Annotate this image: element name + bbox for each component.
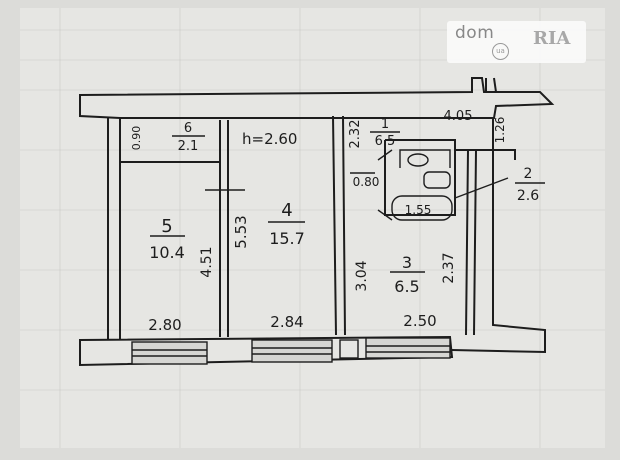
bath-depth-dim: 1.26 [493,117,507,144]
watermark-dom-text: dom [455,23,495,43]
hall-width-dim: 4.05 [444,109,473,124]
partition-room5-room4 [219,120,229,337]
bathtub [391,195,453,221]
room4-area: 15.7 [269,229,305,248]
room1-number: 1 [381,117,389,132]
wc-width-dim: 0.80 [353,175,380,189]
area-fraction-bars [150,131,425,273]
room5-area: 10.4 [149,243,185,262]
room3-depth-right-dim: 2.37 [441,252,457,283]
hall-depth-dim: 2.32 [348,120,363,149]
room5-width-dim: 2.80 [148,316,181,334]
riser-wall [485,77,497,93]
fixtures [377,149,453,221]
room5-number: 5 [161,216,172,237]
room1-area: 6.5 [375,134,396,149]
bath-door-swing [377,149,393,221]
room5-depth-dim: 4.51 [199,246,215,277]
partition-room4-room3 [332,115,346,336]
room4-depth-dim: 5.53 [232,215,250,248]
room3-area: 6.5 [394,277,419,296]
watermark-ua-badge: ua [492,43,509,60]
paper-grid [20,8,605,448]
room4-number: 4 [281,200,292,221]
toilet [423,171,451,189]
room3-number: 3 [402,253,412,272]
room2-number: 2 [524,166,533,182]
window-room3 [365,337,451,359]
room3-width-dim: 2.50 [403,312,436,330]
room2-area: 2.6 [517,188,539,204]
pantry-depth-dim: 0.90 [130,126,143,151]
room3-depth-left-dim: 3.04 [354,260,370,291]
room2-leader [454,177,509,199]
ceiling-height-label: h=2.60 [242,130,297,148]
room6-number: 6 [184,121,192,136]
room6-area: 2.1 [178,139,199,154]
window-room5 [131,341,208,365]
bath-width-dim: 1.55 [405,203,432,217]
window-room4 [251,339,333,363]
room4-width-dim: 2.84 [270,313,303,331]
top-exterior-wall [79,77,555,119]
right-exterior-wall [451,118,546,354]
sink-bowl [407,153,429,167]
window-pier [339,339,359,359]
right-wall-room3 [465,149,477,336]
left-wall [107,118,121,340]
bathroom-wall [384,139,456,216]
sink-fixture [399,149,451,168]
watermark-ria-text: RIA [533,28,571,49]
windows [131,337,451,365]
plan-walls [79,77,555,367]
bottom-exterior-wall [79,335,454,367]
corridor-wall [455,149,516,160]
paper-sheet [20,8,605,448]
watermark-logo: dom ua RIA [447,21,586,63]
